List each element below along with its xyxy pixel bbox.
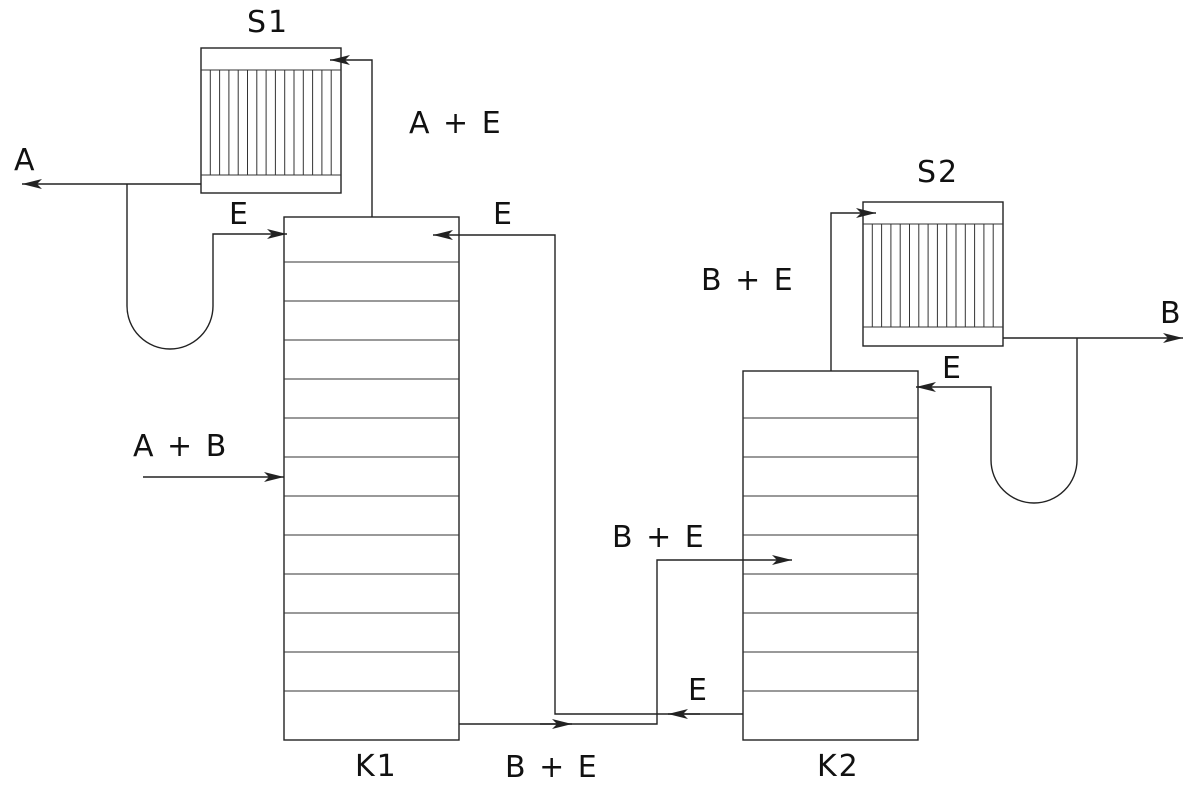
label-e-from-k2-bottom: E xyxy=(688,673,709,708)
condenser-s1-tubes xyxy=(209,70,332,175)
label-k2: K2 xyxy=(817,749,860,784)
reflux-e-s1-line xyxy=(126,184,287,350)
label-k1-overhead: A + E xyxy=(409,106,503,141)
label-feed-ab: A + B xyxy=(133,429,228,464)
label-k1-bottoms: B + E xyxy=(505,750,599,785)
condenser-s2 xyxy=(862,201,1004,347)
label-reflux-e-s2: E xyxy=(942,351,963,386)
label-s2: S2 xyxy=(917,155,959,190)
column-k1-trays xyxy=(284,261,459,692)
condenser-s1 xyxy=(200,47,342,194)
label-s1: S1 xyxy=(247,5,289,40)
label-k2-overhead: B + E xyxy=(701,263,795,298)
e-recycle-to-k1-line xyxy=(433,230,743,715)
label-product-b: B xyxy=(1160,296,1183,331)
label-reflux-e-s1: E xyxy=(229,197,250,232)
condenser-s2-tubes xyxy=(871,224,994,327)
label-k2-feed: B + E xyxy=(612,520,706,555)
k2-overhead-line xyxy=(830,208,876,371)
label-k1: K1 xyxy=(355,749,398,784)
k1-bottoms-line xyxy=(459,555,792,725)
column-k1 xyxy=(283,216,460,741)
k1-overhead-line xyxy=(330,55,373,217)
reflux-e-s2-line xyxy=(916,338,1078,504)
label-product-a: A xyxy=(14,143,37,178)
column-k2-trays xyxy=(743,417,918,692)
label-e-to-k1-top: E xyxy=(493,197,514,232)
column-k2 xyxy=(742,370,919,741)
